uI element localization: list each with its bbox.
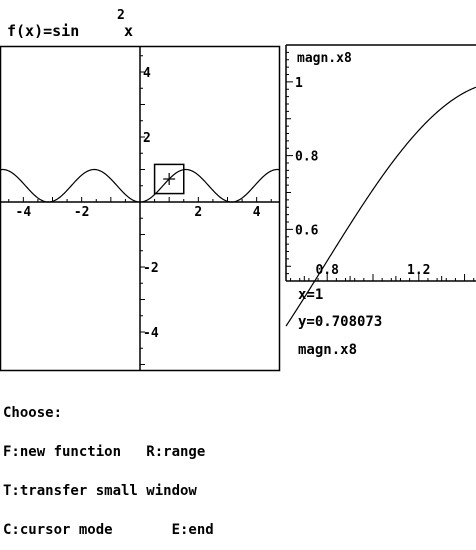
zoom-window-box[interactable] (153, 163, 185, 195)
function-variable: x (124, 22, 134, 40)
y-tick-label: -4 (143, 326, 159, 341)
command-menu: Choose: F:new function R:range T:transfe… (3, 381, 214, 550)
x-tick-label: -4 (16, 205, 32, 220)
zoom-tick-labels: 0.8 1.2 1 0.8 0.6 (295, 76, 431, 278)
main-axes (0, 46, 280, 371)
zoom-magnification-label: magn.x8 (297, 51, 352, 66)
zoom-graph-window[interactable]: 0.8 1.2 1 0.8 0.6 magn.x8 (285, 44, 476, 327)
function-curve (0, 168, 281, 203)
crosshair-cursor-icon[interactable] (163, 172, 176, 185)
zoom-y-tick-label: 0.6 (295, 223, 319, 238)
zoom-y-tick-label: 1 (295, 76, 303, 91)
menu-item-new-function-range[interactable]: F:new function R:range (3, 444, 206, 460)
function-title: f(x)=sin (7, 22, 80, 40)
cursor-x-readout: x=1 (298, 287, 324, 303)
zoom-y-tick-label: 0.8 (295, 150, 319, 165)
y-tick-label: -2 (143, 261, 159, 276)
cursor-y-readout: y=0.708073 (298, 314, 383, 330)
magnification-readout: magn.x8 (298, 342, 358, 358)
zoom-function-curve (285, 86, 476, 327)
function-exponent: 2 (117, 8, 125, 23)
main-tick-labels: -4 -2 2 4 4 2 -2 -4 (16, 66, 261, 341)
menu-prompt: Choose: (3, 405, 63, 421)
y-tick-label: 2 (143, 131, 151, 146)
zoom-x-tick-label: 0.8 (315, 263, 339, 278)
zoom-ticks (286, 51, 475, 281)
y-tick-label: 4 (143, 66, 151, 81)
x-tick-label: -2 (74, 205, 90, 220)
x-tick-label: 2 (194, 205, 202, 220)
menu-item-cursor-mode-end[interactable]: C:cursor mode E:end (3, 522, 214, 538)
x-tick-label: 4 (253, 205, 261, 220)
zoom-x-tick-label: 1.2 (407, 263, 430, 278)
menu-item-transfer-small-window[interactable]: T:transfer small window (3, 483, 197, 499)
main-graph-window[interactable]: -4 -2 2 4 4 2 -2 -4 (0, 45, 281, 372)
